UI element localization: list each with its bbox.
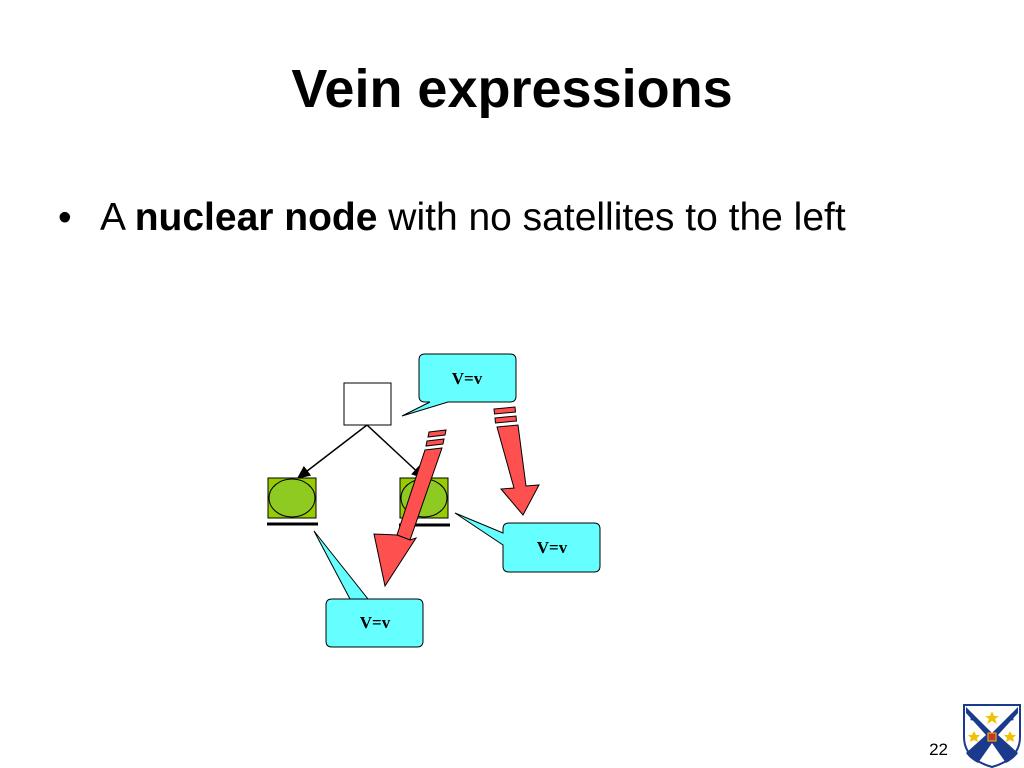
callout-label-bottom: V=v bbox=[360, 613, 391, 632]
vein-arrow-center bbox=[373, 429, 447, 588]
callout-bubble-bottom: V=v bbox=[313, 530, 424, 648]
bullet-emphasis: nuclear node bbox=[134, 196, 378, 239]
college-crest-logo bbox=[963, 704, 1021, 768]
callout-label-top: V=v bbox=[452, 369, 483, 388]
slide-title: Vein expressions bbox=[291, 59, 733, 119]
root-node bbox=[343, 382, 392, 426]
vein-arrow-right bbox=[493, 406, 540, 516]
bullet-marker: • bbox=[58, 196, 72, 239]
page-number: 22 bbox=[929, 740, 948, 759]
callout-bubble-top: V=v bbox=[401, 353, 517, 417]
bullet-suffix: with no satellites to the left bbox=[377, 196, 846, 239]
bullet-text: A nuclear node with no satellites to the… bbox=[100, 190, 920, 245]
left-child-node bbox=[267, 477, 318, 526]
bullet-prefix: A bbox=[100, 196, 135, 239]
edge-left bbox=[296, 424, 368, 479]
edge-right bbox=[366, 424, 426, 480]
callout-bubble-right: V=v bbox=[454, 512, 601, 573]
callout-label-right: V=v bbox=[537, 538, 568, 557]
